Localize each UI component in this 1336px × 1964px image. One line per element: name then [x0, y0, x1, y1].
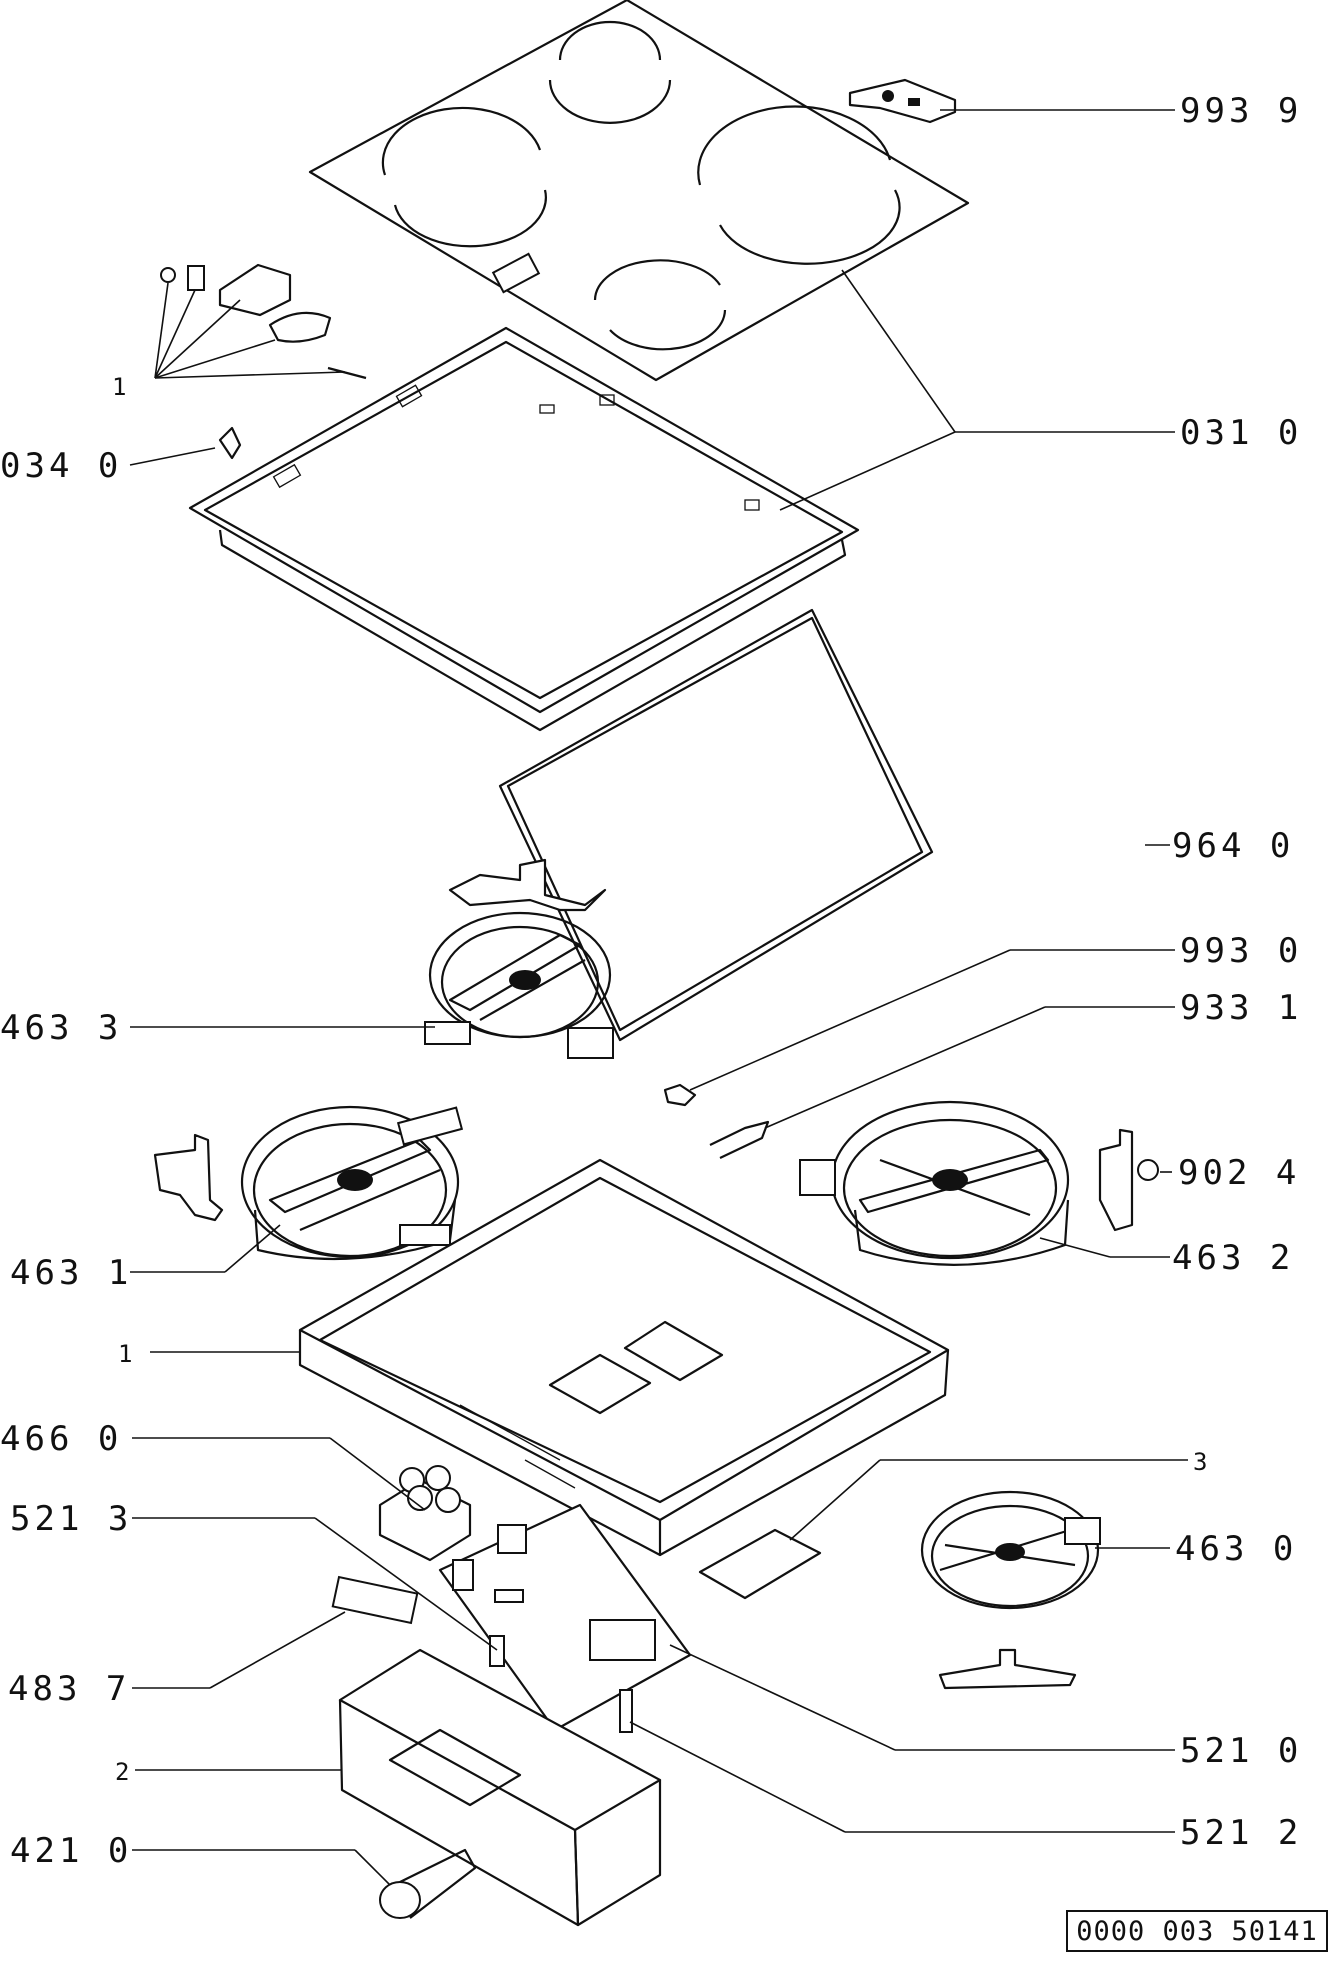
spring-933-1 — [709, 1120, 770, 1159]
label-2: 2 — [115, 1758, 129, 1786]
label-034-0: 034 0 — [0, 446, 122, 486]
label-421-0: 421 0 — [10, 1831, 132, 1871]
bottom-tray — [298, 1158, 950, 1557]
glass-top-plate — [308, 0, 970, 382]
document-code: 0000 003 50141 — [1066, 1910, 1328, 1952]
radiant-element-463-2 — [799, 1100, 1159, 1266]
terminal-block-483-7 — [331, 1575, 419, 1625]
label-463-1: 463 1 — [10, 1253, 132, 1293]
radiant-element-463-3 — [424, 858, 614, 1059]
hob-zone-front — [593, 259, 727, 351]
hob-zone-left — [381, 106, 547, 248]
bracket-993-9 — [848, 78, 957, 124]
part-521-3 — [489, 1635, 505, 1667]
label-964-0: 964 0 — [1172, 826, 1294, 866]
label-521-3: 521 3 — [10, 1499, 132, 1539]
label-521-0: 521 0 — [1180, 1731, 1302, 1771]
label-463-2: 463 2 — [1172, 1238, 1294, 1278]
label-1-mid: 1 — [118, 1340, 132, 1368]
capacitor-466-0 — [378, 1465, 472, 1562]
hob-zone-rear — [548, 20, 672, 124]
label-3: 3 — [1193, 1448, 1207, 1476]
label-993-0: 993 0 — [1180, 931, 1302, 971]
label-031-0: 031 0 — [1180, 413, 1302, 453]
cover-plate-3 — [698, 1528, 822, 1600]
bottom-box — [338, 1648, 662, 1927]
clip-034-0 — [218, 426, 242, 460]
connector-521-2 — [619, 1689, 633, 1733]
label-1-top: 1 — [112, 373, 126, 401]
part-993-0 — [663, 1083, 697, 1107]
capacitor-421-0 — [379, 1848, 477, 1919]
label-463-3: 463 3 — [0, 1008, 122, 1048]
leader-lines — [129, 109, 1188, 1886]
label-466-0: 466 0 — [0, 1419, 122, 1459]
label-483-7: 483 7 — [8, 1669, 130, 1709]
frame — [188, 326, 860, 732]
fixing-kit-parts — [160, 263, 367, 380]
label-463-0: 463 0 — [1175, 1529, 1297, 1569]
label-933-1: 933 1 — [1180, 988, 1302, 1028]
radiant-element-463-0 — [920, 1490, 1101, 1690]
label-521-2: 521 2 — [1180, 1813, 1302, 1853]
label-993-9: 993 9 — [1180, 91, 1302, 131]
hob-zone-right — [697, 105, 901, 265]
label-902-4: 902 4 — [1178, 1153, 1300, 1193]
radiant-element-463-1 — [153, 1105, 464, 1261]
